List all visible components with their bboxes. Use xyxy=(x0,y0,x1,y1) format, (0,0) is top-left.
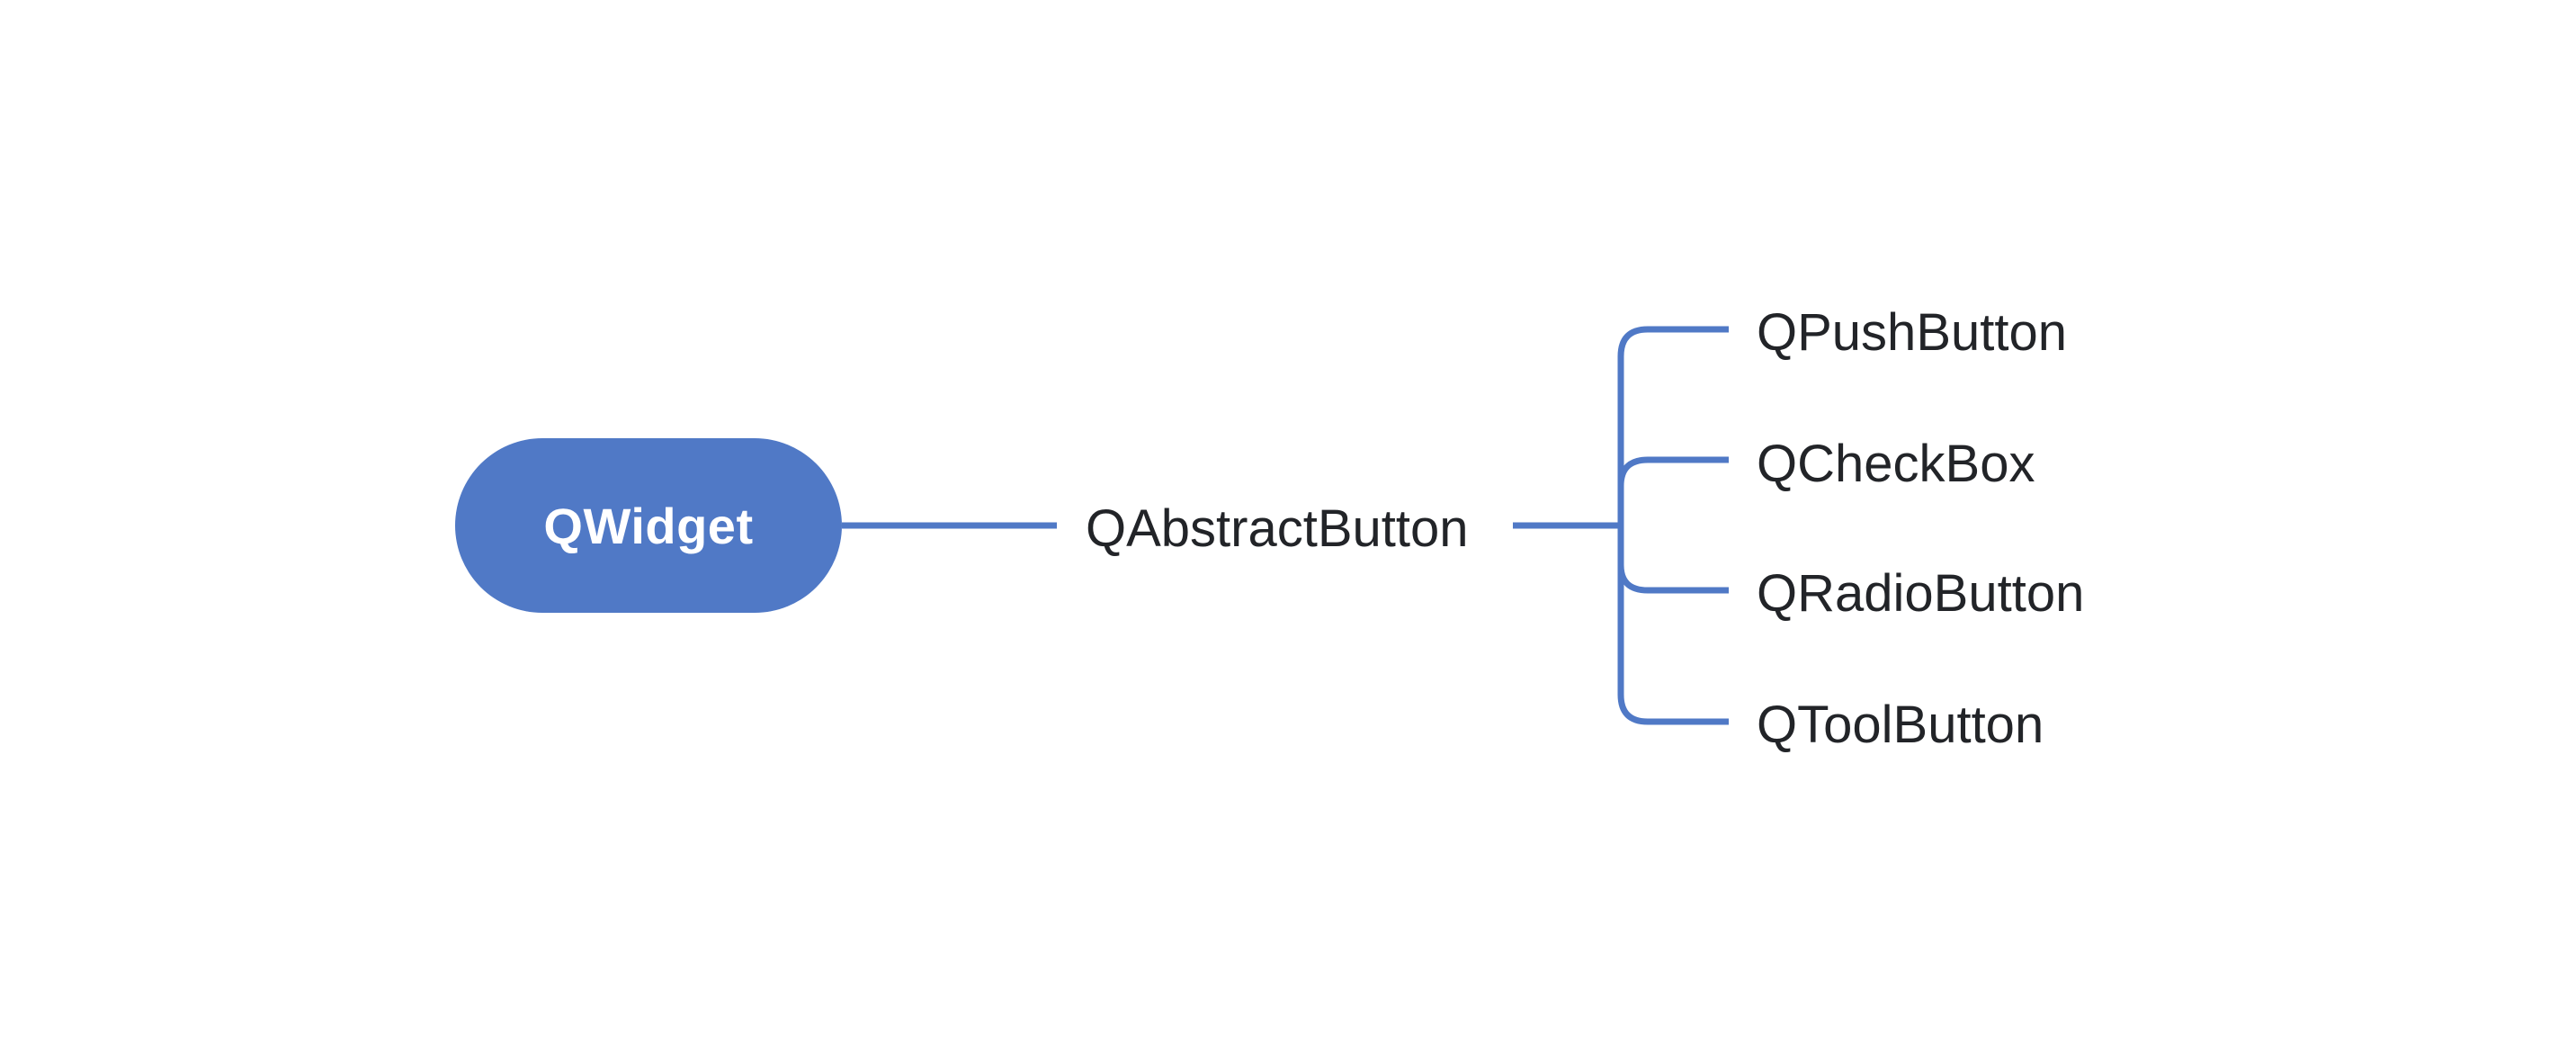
branch-connector-checkbox xyxy=(1617,456,1729,487)
node-qpushbutton[interactable]: QPushButton xyxy=(1757,303,2067,362)
branch-bracket xyxy=(1617,326,1729,725)
node-qtoolbutton[interactable]: QToolButton xyxy=(1757,696,2044,754)
root-node-label: QWidget xyxy=(543,497,754,554)
root-node-qwidget[interactable]: QWidget xyxy=(455,438,842,613)
node-qradiobutton[interactable]: QRadioButton xyxy=(1757,564,2085,623)
branch-connector-radiobutton xyxy=(1617,564,1729,594)
node-qcheckbox[interactable]: QCheckBox xyxy=(1757,435,2035,493)
node-qabstractbutton[interactable]: QAbstractButton xyxy=(1086,499,1469,558)
